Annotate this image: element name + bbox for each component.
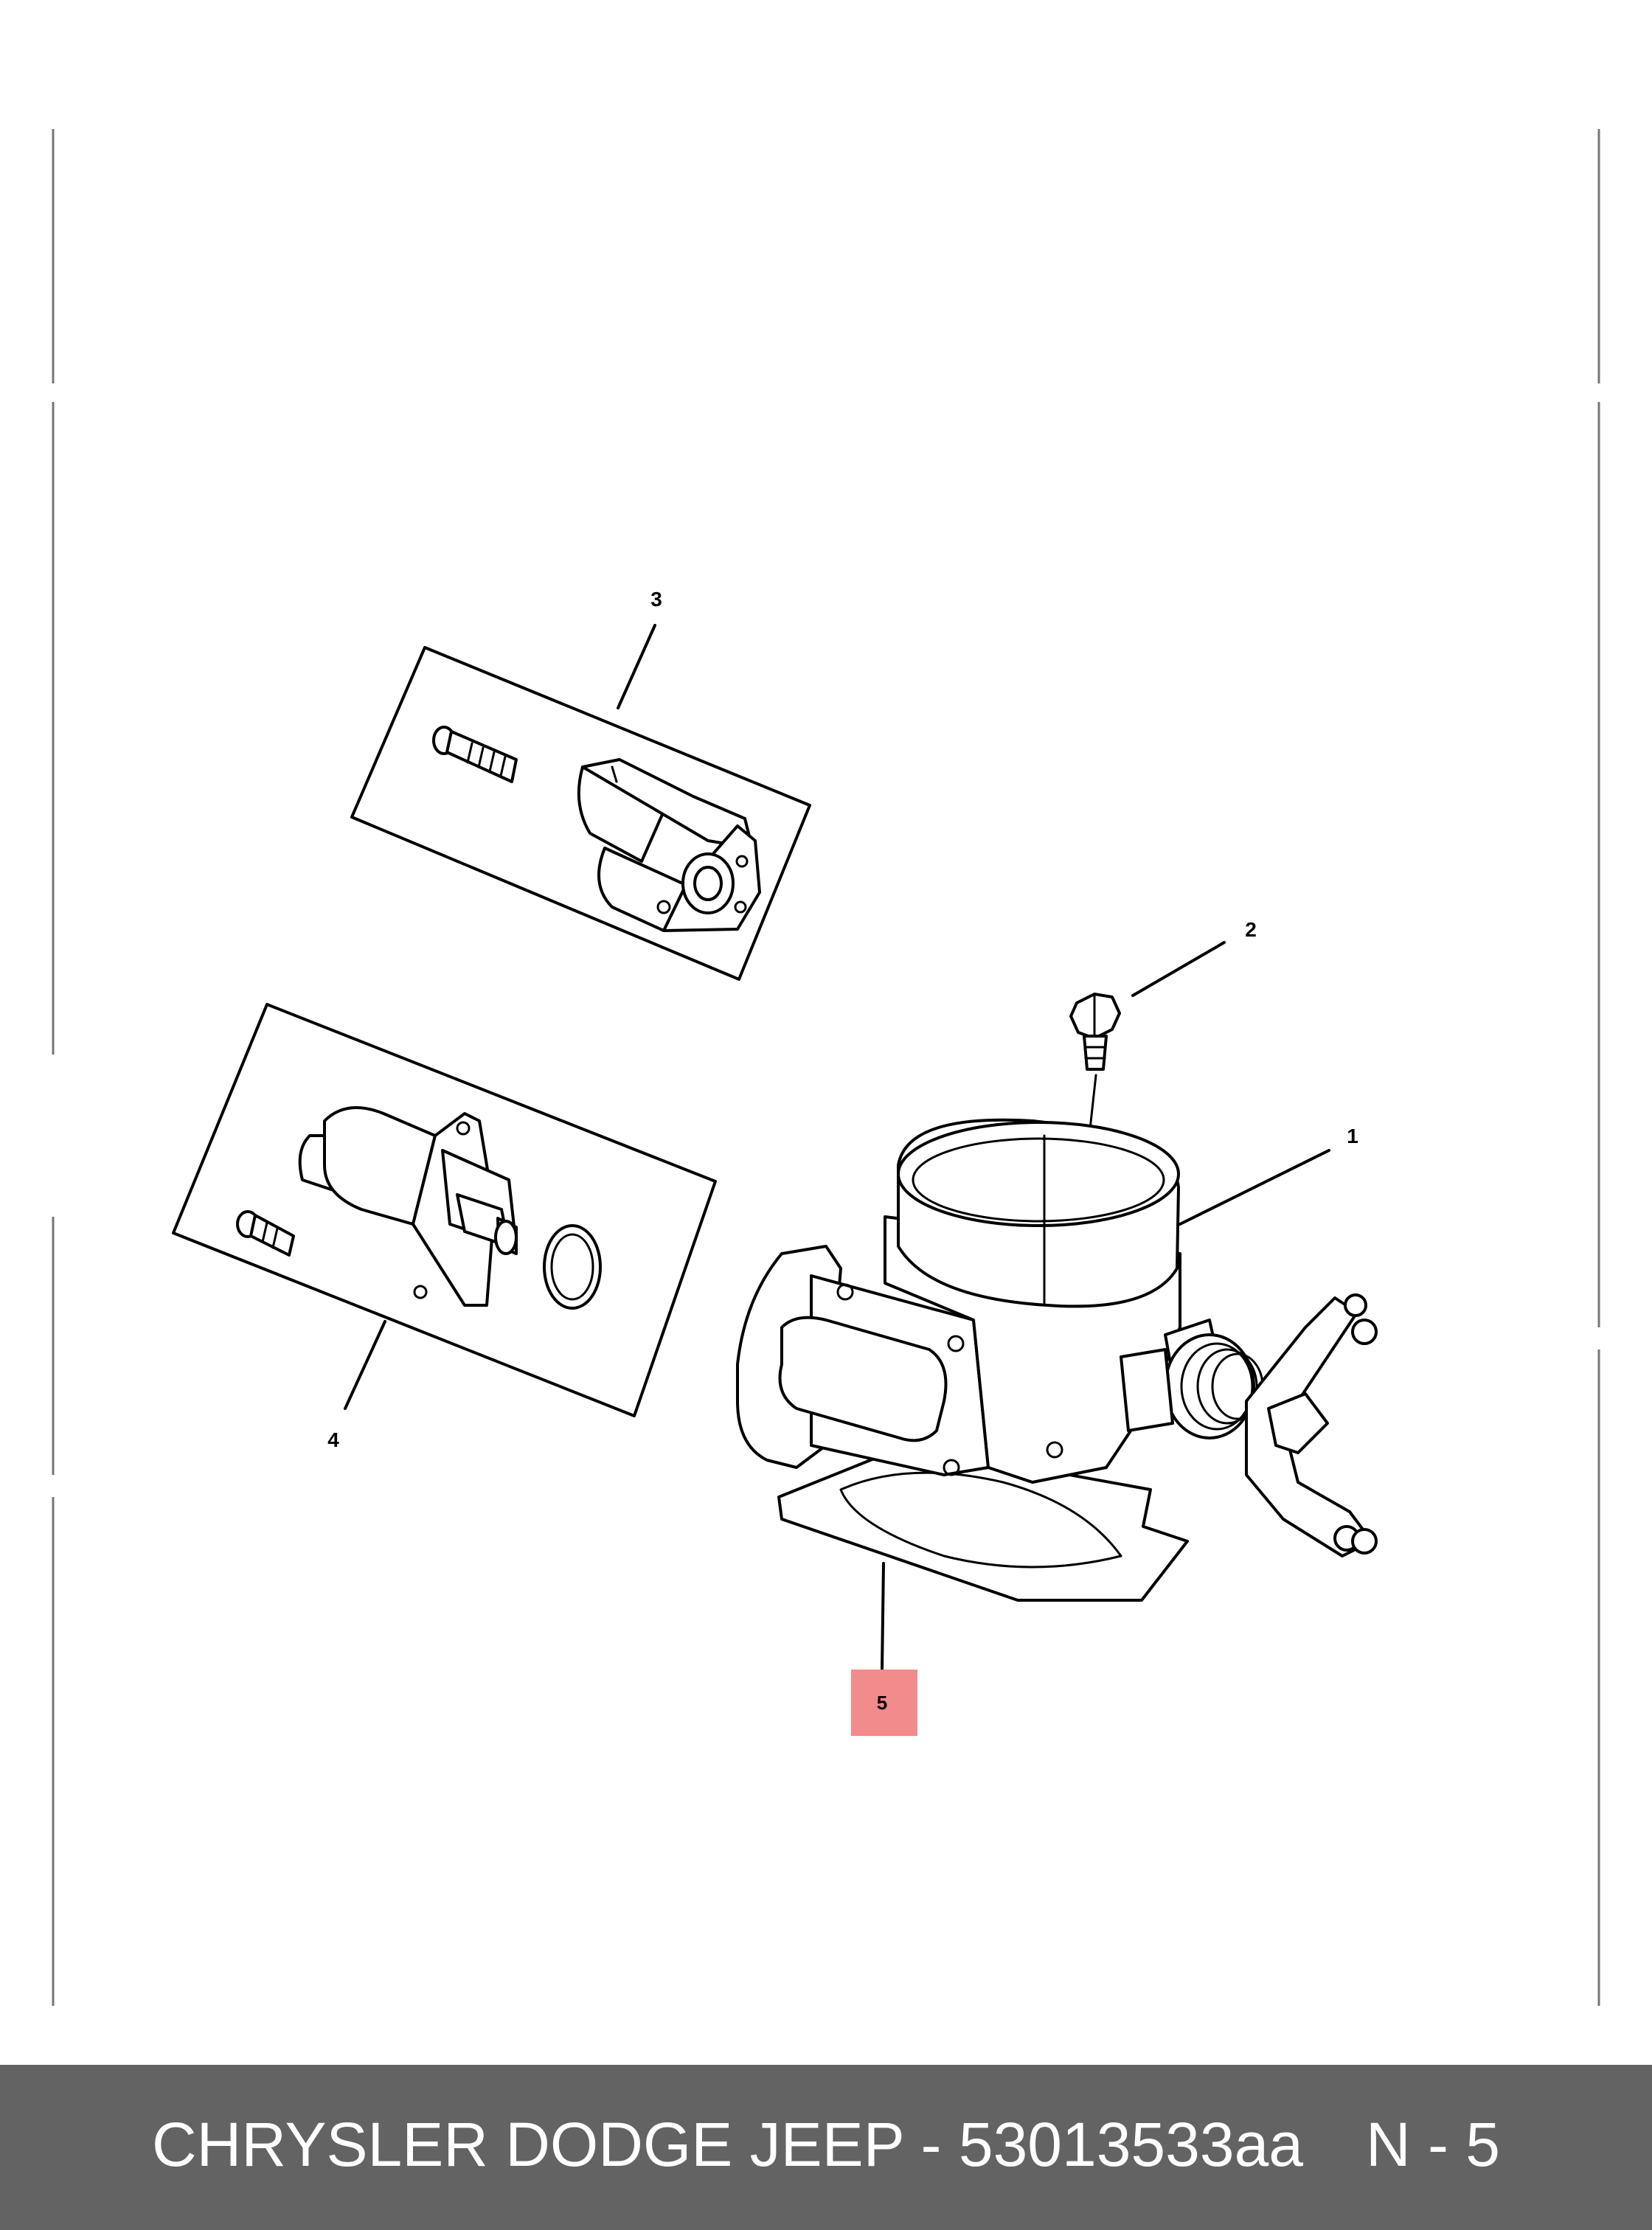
iac-motor-icon: [298, 1106, 518, 1307]
part-5-gasket[interactable]: [851, 1562, 917, 1736]
footer-bar: CHRYSLER DODGE JEEP - 53013533aa N - 5: [0, 2065, 1652, 2230]
leader-line-4: [344, 1320, 386, 1410]
callout-2: 2: [1245, 918, 1257, 941]
callout-1: 1: [1347, 1125, 1358, 1147]
iac-screw-icon: [236, 1210, 295, 1257]
sensor-body-icon: [577, 758, 761, 932]
leader-line-5: [881, 1562, 885, 1671]
footer-part-title: CHRYSLER DODGE JEEP - 53013533aa: [152, 2110, 1304, 2179]
leader-line-1: [1179, 1149, 1330, 1226]
footer-page-number: N - 5: [1365, 2110, 1500, 2179]
callout-5: 5: [877, 1692, 887, 1714]
throttle-body-icon: [736, 1118, 1378, 1602]
o-ring-icon: [543, 1224, 602, 1310]
exploded-parts-diagram: 3: [52, 129, 1600, 2006]
bolt-icon: [1069, 993, 1121, 1071]
callout-4: 4: [327, 1428, 339, 1451]
part-4-idle-air-control-motor[interactable]: [172, 1003, 717, 1417]
part-1-throttle-body[interactable]: [736, 1118, 1378, 1602]
leader-line-3: [617, 624, 656, 709]
part-3-throttle-position-sensor[interactable]: [350, 624, 811, 981]
sensor-screw-icon: [432, 726, 518, 783]
callout-5-highlight: [851, 1670, 917, 1736]
leader-line-2: [1131, 941, 1226, 997]
callout-3: 3: [650, 588, 662, 611]
